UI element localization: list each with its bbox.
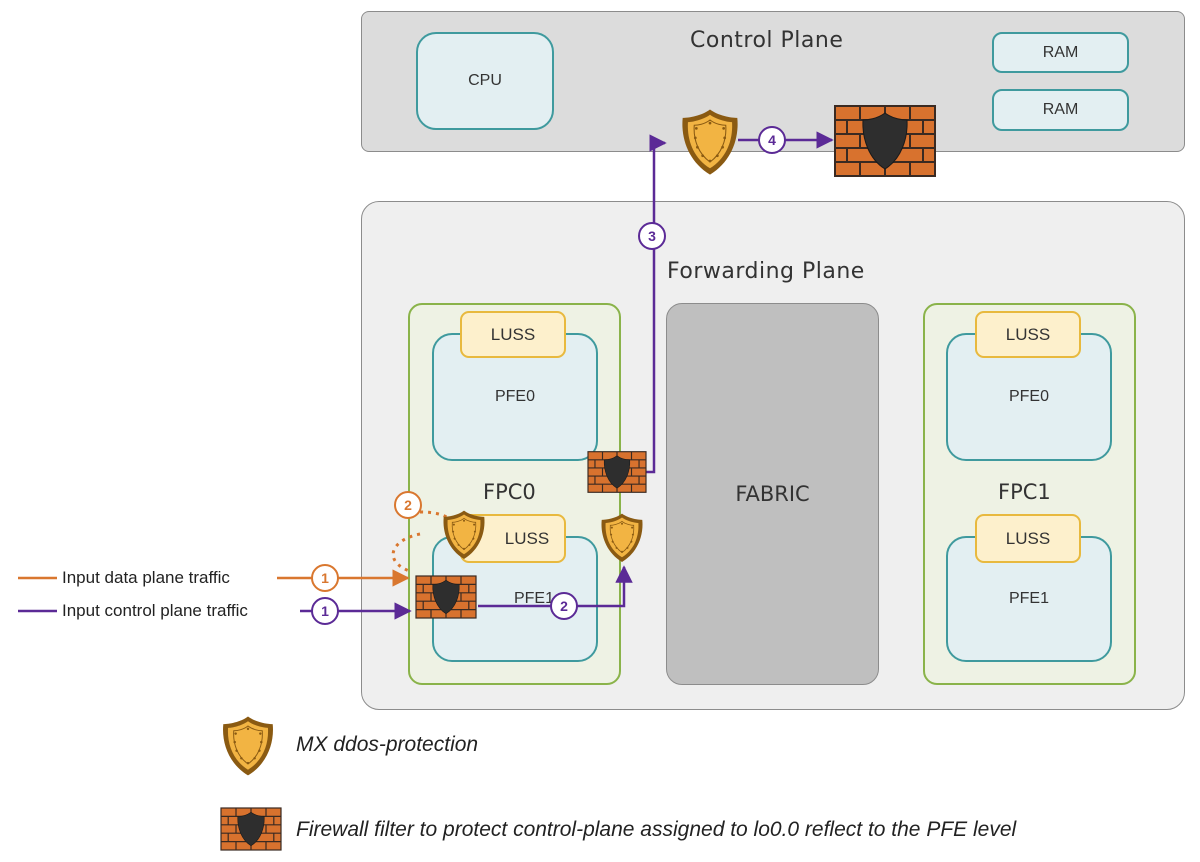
- firewall-icon: [587, 451, 647, 493]
- legend-shield-text: MX ddos-protection: [296, 733, 479, 756]
- control-step-4-number: 4: [768, 132, 776, 148]
- input-data-plane-label: Input data plane traffic: [62, 568, 230, 587]
- data-step-1-badge: 1: [311, 564, 339, 592]
- fpc0-luss-top-label: LUSS: [490, 324, 536, 344]
- firewall-icon: [834, 105, 936, 177]
- control-step-2-number: 2: [560, 598, 568, 614]
- ram-label-2: RAM: [1042, 101, 1079, 118]
- legend-firewall-text: Firewall filter to protect control-plane…: [296, 818, 1017, 841]
- fpc1-luss-bottom: LUSS: [975, 514, 1081, 563]
- fpc1-luss-top: LUSS: [975, 311, 1081, 358]
- data-step-1-number: 1: [321, 570, 329, 586]
- shield-icon: [681, 108, 739, 176]
- control-step-3-badge: 3: [638, 222, 666, 250]
- control-plane-path: [18, 131, 834, 620]
- forwarding-plane-title: Forwarding Plane: [667, 259, 865, 284]
- fpc0-luss-top: LUSS: [460, 311, 566, 358]
- firewall-icon: [415, 575, 477, 619]
- fabric: FABRIC: [666, 303, 879, 685]
- fpc1-label: FPC1: [998, 480, 1051, 504]
- control-step-1-number: 1: [321, 603, 329, 619]
- fpc0-pfe0-label: PFE0: [494, 388, 535, 405]
- fpc1-luss-bottom-label: LUSS: [1005, 528, 1051, 548]
- control-step-3-number: 3: [648, 228, 656, 244]
- firewall-icon: [220, 807, 282, 851]
- input-control-plane-label: Input control plane traffic: [62, 601, 248, 620]
- control-step-4-badge: 4: [758, 126, 786, 154]
- ram-label-1: RAM: [1042, 43, 1079, 61]
- fabric-label: FABRIC: [735, 482, 810, 506]
- fpc1-luss-top-label: LUSS: [1005, 324, 1051, 344]
- shield-icon: [443, 510, 485, 560]
- cpu-label: CPU: [468, 72, 502, 89]
- fpc0-luss-bottom-label: LUSS: [504, 528, 550, 548]
- shield-icon: [222, 716, 274, 776]
- ram-box-1: RAM: [992, 32, 1129, 73]
- shield-icon: [601, 513, 643, 563]
- fpc1-pfe1-label: PFE1: [1008, 590, 1049, 607]
- fpc0-pfe1-label: PFE1: [513, 590, 554, 607]
- control-step-1-badge: 1: [311, 597, 339, 625]
- data-step-2-badge: 2: [394, 491, 422, 519]
- ram-box-2: RAM: [992, 89, 1129, 131]
- data-step-2-number: 2: [404, 497, 412, 513]
- fpc1-pfe0-label: PFE0: [1008, 388, 1049, 405]
- cpu-box: CPU: [416, 32, 554, 130]
- fpc0-label: FPC0: [483, 480, 536, 504]
- data-plane-path: [18, 510, 454, 587]
- control-plane-title: Control Plane: [690, 28, 844, 53]
- control-step-2-badge: 2: [550, 592, 578, 620]
